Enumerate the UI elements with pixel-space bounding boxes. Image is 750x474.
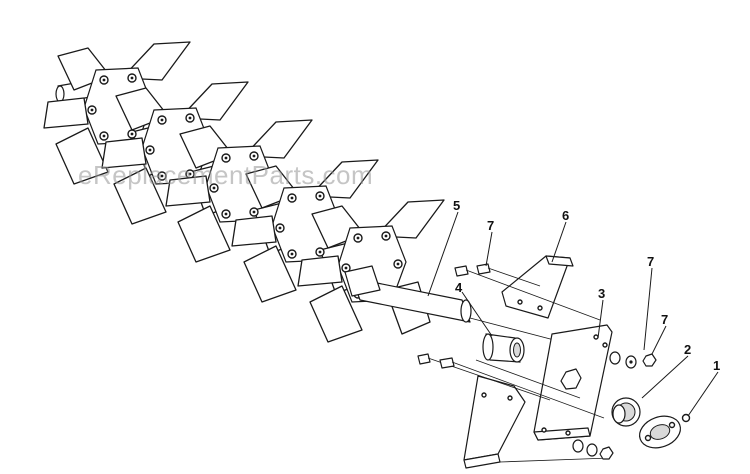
bolt-center: [384, 234, 388, 238]
callout-3: 3: [598, 286, 605, 301]
bolt-center: [318, 194, 322, 198]
flange-bearing: [639, 413, 691, 449]
bolt-center: [224, 156, 228, 160]
callout-4: 4: [455, 280, 463, 295]
bolt-center: [290, 252, 294, 256]
shaft-stub-end: [55, 85, 65, 103]
bolt-center: [130, 132, 134, 136]
blade: [43, 97, 89, 129]
callout-2: 2: [684, 342, 691, 357]
bolt-center: [212, 186, 216, 190]
bolt-center: [318, 250, 322, 254]
bolt-center: [160, 118, 164, 122]
bushing: [482, 333, 525, 363]
blade: [101, 137, 147, 169]
blade: [113, 167, 167, 225]
bracket-plate-lower: [463, 375, 526, 469]
bolt-center: [252, 210, 256, 214]
blade: [177, 205, 231, 263]
bolt-center: [102, 134, 106, 138]
bolt-center: [160, 174, 164, 178]
blade: [297, 255, 343, 287]
bolt-center: [396, 262, 400, 266]
bolt-center: [356, 236, 360, 240]
bolt-center: [188, 172, 192, 176]
tine-assembly: [43, 41, 445, 343]
bolt-center: [290, 196, 294, 200]
blade: [243, 245, 297, 303]
callout-7-washer: 7: [647, 254, 654, 269]
bolt-center: [224, 212, 228, 216]
callout-7-bolt: 7: [487, 218, 494, 233]
bolt-center: [102, 78, 106, 82]
bolt-center: [130, 76, 134, 80]
watermark-text: eReplacementParts.com: [78, 160, 374, 190]
blade: [231, 215, 277, 247]
blade: [165, 175, 211, 207]
tine-station: [43, 41, 191, 185]
bearing: [611, 397, 641, 427]
callout-5: 5: [453, 198, 460, 213]
fasteners: [417, 263, 657, 463]
bolt-center: [90, 108, 94, 112]
hardware-parts: [344, 255, 691, 469]
bolt-center: [252, 154, 256, 158]
bolt-center: [188, 116, 192, 120]
callout-leaders: [427, 211, 719, 417]
bolt-center: [148, 148, 152, 152]
bolt-center: [278, 226, 282, 230]
callout-labels: 1 2 3 4 5 6 7 7 7: [453, 198, 720, 373]
blade: [309, 285, 363, 343]
callout-7-nut: 7: [661, 312, 668, 327]
mounting-plate: [533, 324, 613, 441]
callout-6: 6: [562, 208, 569, 223]
callout-1: 1: [713, 358, 720, 373]
bolt-center: [344, 266, 348, 270]
blade: [55, 127, 109, 185]
